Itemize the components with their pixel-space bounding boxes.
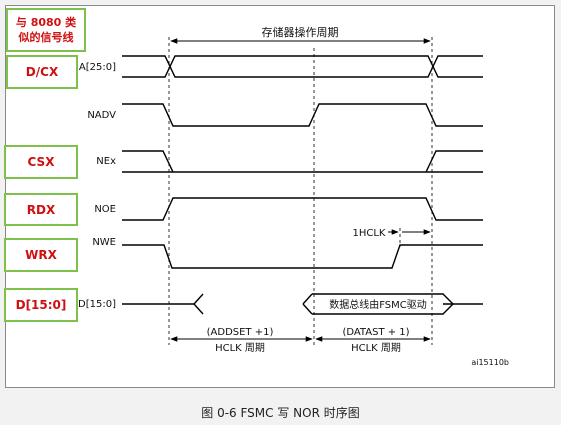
addset-unit-label: HCLK 周期 bbox=[215, 342, 265, 354]
addset-label: (ADDSET +1) bbox=[207, 327, 274, 338]
tag-rdx: RDX bbox=[4, 193, 78, 226]
figure-caption: 图 0-6 FSMC 写 NOR 时序图 bbox=[201, 406, 360, 420]
signal-label-nadv: NADV bbox=[87, 110, 116, 121]
signal-label-nwe: NWE bbox=[92, 237, 116, 248]
memory-cycle-label: 存储器操作周期 bbox=[262, 25, 339, 39]
datast-label: (DATAST + 1) bbox=[342, 327, 409, 338]
signal-label-data-bus: D[15:0] bbox=[78, 299, 116, 310]
hold-label: 1HCLK bbox=[353, 228, 386, 239]
timing-guide-lines bbox=[168, 37, 433, 345]
tag-8080-line1: 与 8080 类 bbox=[15, 16, 77, 29]
signal-label-address: A[25:0] bbox=[79, 62, 116, 73]
timing-diagram-frame bbox=[5, 5, 555, 388]
noe-waveform bbox=[122, 197, 483, 221]
ne-waveform bbox=[122, 150, 483, 173]
tag-wrx: WRX bbox=[4, 238, 78, 272]
tag-csx: CSX bbox=[4, 145, 78, 179]
datast-unit-label: HCLK 周期 bbox=[351, 342, 401, 354]
tag-data-bus: D[15:0] bbox=[4, 288, 78, 322]
signal-label-noe: NOE bbox=[94, 204, 116, 215]
address-waveform bbox=[122, 55, 483, 78]
tag-dcx: D/CX bbox=[6, 55, 78, 89]
tag-8080-signals: 与 8080 类 似的信号线 bbox=[6, 8, 86, 52]
tag-8080-line2: 似的信号线 bbox=[18, 31, 74, 44]
figure-id: ai15110b bbox=[471, 358, 509, 367]
signal-label-ne: NEx bbox=[96, 156, 116, 167]
nwe-waveform bbox=[122, 244, 483, 269]
data-bus-window bbox=[193, 293, 454, 315]
nadv-waveform bbox=[122, 103, 483, 127]
data-driven-label: 数据总线由FSMC驱动 bbox=[329, 298, 427, 311]
